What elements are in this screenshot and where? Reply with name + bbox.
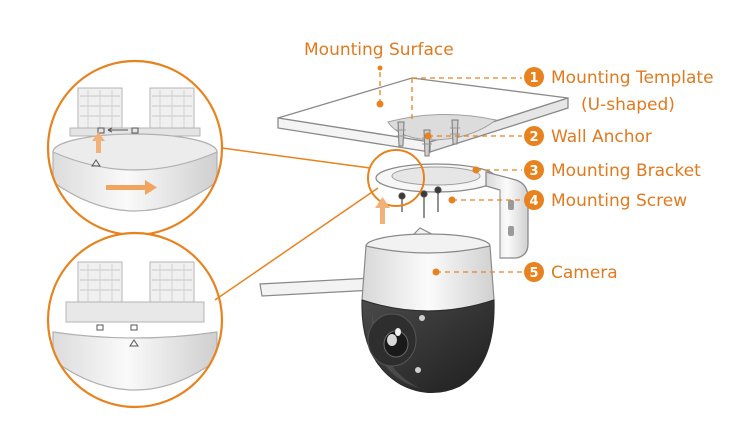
callout-5-label: Camera — [551, 263, 618, 283]
mounting-screws — [398, 186, 442, 218]
callout-3: 3 Mounting Bracket — [524, 160, 701, 181]
detail-view-top — [46, 59, 224, 237]
right-arrow-icon — [106, 180, 157, 195]
camera — [259, 227, 495, 394]
leader-lines — [379, 72, 522, 273]
mounting-surface-label: Mounting Surface — [304, 40, 454, 60]
callout-2-label: Wall Anchor — [551, 127, 652, 147]
callout-1: 1 Mounting Template (U-shaped) — [524, 67, 714, 115]
callout-4-label: Mounting Screw — [551, 191, 687, 211]
bracket-up-arrow-icon — [375, 197, 390, 224]
detail-view-bottom — [46, 231, 224, 409]
mounting-bracket — [375, 163, 529, 259]
callout-4-number: 4 — [529, 194, 538, 209]
callout-3-label: Mounting Bracket — [551, 161, 701, 181]
callout-1-label-sub: (U-shaped) — [581, 95, 675, 115]
callout-1-number: 1 — [529, 71, 538, 86]
up-arrow-icon — [92, 132, 105, 153]
leader-dots — [376, 65, 480, 276]
zoom-spot-circle — [367, 149, 425, 207]
callout-5-number: 5 — [529, 266, 538, 281]
callout-3-number: 3 — [529, 164, 538, 179]
zoom-connector-lines — [214, 147, 379, 301]
callout-2-number: 2 — [529, 130, 538, 145]
callout-1-label: Mounting Template — [551, 68, 714, 88]
callout-5: 5 Camera — [524, 262, 618, 283]
callout-4: 4 Mounting Screw — [524, 190, 687, 211]
callout-2: 2 Wall Anchor — [524, 126, 652, 147]
mounting-surface — [277, 77, 569, 153]
